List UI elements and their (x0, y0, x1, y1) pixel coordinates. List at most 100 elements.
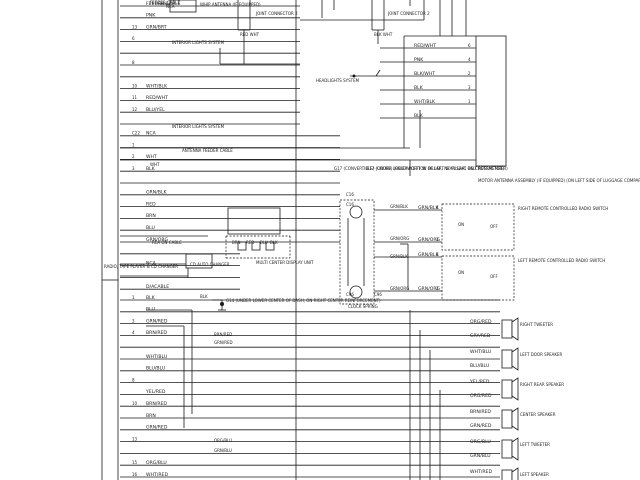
speaker-label: LEFT DOOR SPEAKER (520, 352, 562, 357)
wire-label: FEEDER CABLE (146, 1, 181, 7)
component-caption: G17 (CONVERTIBLE) (UNDER LOWER PORTION O… (334, 166, 508, 171)
pin-number: 2 (436, 286, 439, 291)
wire-label: BLK/WHT (414, 71, 435, 77)
component-caption: BLK (270, 240, 278, 245)
top-label: WHIP ANTENNA (IF EQUIPPED) (200, 2, 261, 7)
component-caption: RIGHT REMOTE CONTROLLED RADIO SWITCH (518, 206, 608, 211)
component-caption: C96 (346, 292, 354, 297)
wire-label: GRN/RED (146, 425, 168, 431)
pin-number: 6 (132, 36, 135, 41)
pin-number: 11 (132, 95, 138, 100)
pin-number: 4 (468, 57, 471, 62)
wire-label: WHT/BLK (146, 83, 168, 89)
wire-label: BLK (414, 113, 424, 119)
wire-label: BRN (146, 213, 156, 219)
wire-label: WHT/BLU (470, 349, 491, 355)
top-label: JOINT CONNECTOR 2 (387, 11, 430, 16)
wire-label: BRN/RED (146, 401, 167, 407)
speaker-cone-icon (511, 407, 519, 431)
speaker-icon (501, 469, 513, 480)
wire-label: YEL/RED (469, 379, 490, 385)
pin-number: 15 (132, 460, 138, 465)
top-label: FEEDER CABLE (150, 0, 181, 5)
speaker-cone-icon (511, 347, 519, 371)
speaker-label: CENTER SPEAKER (520, 412, 556, 417)
component-caption: INTERIOR LIGHTS SYSTEM (172, 40, 225, 45)
component-caption: RCA ON CABLE (152, 240, 182, 245)
component-caption: GRN/RED (214, 340, 233, 345)
speaker-label: RIGHT REAR SPEAKER (520, 382, 564, 387)
component-caption: WHT (150, 162, 160, 167)
component-caption: GRN/BLK (390, 204, 408, 209)
wire-label: WHT/RED (470, 469, 492, 475)
component-caption: C16 (346, 202, 354, 207)
ground-splice (212, 299, 226, 311)
wire-label: WHT (146, 154, 157, 160)
component-caption: MOTOR ANTENNA ASSEMBLY (IF EQUIPPED) (ON… (478, 178, 640, 183)
wire-runs (120, 5, 500, 478)
pin-number: 8 (132, 377, 135, 382)
wire-label: GRN/ORG (146, 237, 169, 243)
wire-label: D/ACABLE (146, 284, 169, 290)
pin-number: 10 (132, 401, 138, 406)
wire-label: BLK (146, 295, 156, 301)
pin-number: 3 (468, 85, 471, 90)
clock-spring (339, 199, 375, 305)
speaker-icon (501, 439, 513, 459)
top-label: NCA (166, 4, 175, 9)
component-caption: ON (458, 270, 464, 275)
component-caption: CLOCK SPRING (348, 304, 378, 309)
wire-label: BRN/RED (470, 409, 491, 415)
speaker: CENTER SPEAKER BRN/RED GRN/RED (470, 407, 556, 431)
wire-label: GRN/BLK (146, 190, 167, 196)
pin-number: 6 (468, 43, 471, 48)
wire-label: BRN (146, 413, 156, 419)
wire-label: RED/WHT (146, 95, 168, 101)
motor-antenna-assembly (409, 35, 507, 176)
wire-label: GRN/RED (470, 423, 492, 429)
speaker-icon (501, 379, 513, 399)
wire-label: WHT/RED (146, 472, 168, 478)
component-caption: G14 (UNDER LOWER CENTER OF DASH, ON RIGH… (226, 298, 381, 303)
wire-label: GRN/BLK (418, 205, 439, 211)
speaker-cone-icon (511, 317, 519, 341)
pin-number: 2 (132, 154, 135, 159)
pin-number: C22 (132, 131, 140, 136)
pin-number: 1 (468, 99, 471, 104)
headlight-switch (350, 69, 381, 78)
wire-label: PNK (146, 13, 156, 19)
pin-number: 13 (132, 436, 138, 441)
top-label: JOINT CONNECTOR 2 (255, 11, 298, 16)
component-caption: BRN/RED (214, 332, 232, 337)
wire-label: BLU/BLU (146, 366, 165, 372)
component-caption: HEADLIGHTS SYSTEM (316, 78, 360, 83)
wire-label: WHT/BLK (414, 99, 436, 105)
wire-label: YEL/RED (145, 389, 166, 395)
display-unit-block (225, 207, 291, 259)
component-caption: GRN/BLK (390, 254, 408, 259)
component-caption: GRN/ORG (390, 286, 409, 291)
wire-label: BRN/RED (146, 330, 167, 336)
component-caption: ON (458, 222, 464, 227)
component-caption: INTERIOR LIGHTS SYSTEM (172, 124, 225, 129)
pin-number: 3 (132, 166, 135, 171)
speaker-icon (501, 349, 513, 369)
component-captions: INTERIOR LIGHTS SYSTEM INTERIOR LIGHTS SY… (104, 40, 640, 453)
wire-label: NCA (146, 260, 157, 266)
speaker-label: RIGHT TWEETER (520, 322, 553, 327)
wire-label: GRY/RED (470, 333, 491, 339)
pin-number: 3 (436, 237, 439, 242)
wire-label: RED (146, 201, 156, 207)
pin-number: 4 (132, 330, 135, 335)
pin-number: 2 (468, 71, 471, 76)
component-caption: RED (246, 240, 254, 245)
pin-number: 1 (132, 295, 135, 300)
top-connectors (160, 0, 385, 65)
speaker-label: LEFT SPEAKER (520, 472, 549, 477)
